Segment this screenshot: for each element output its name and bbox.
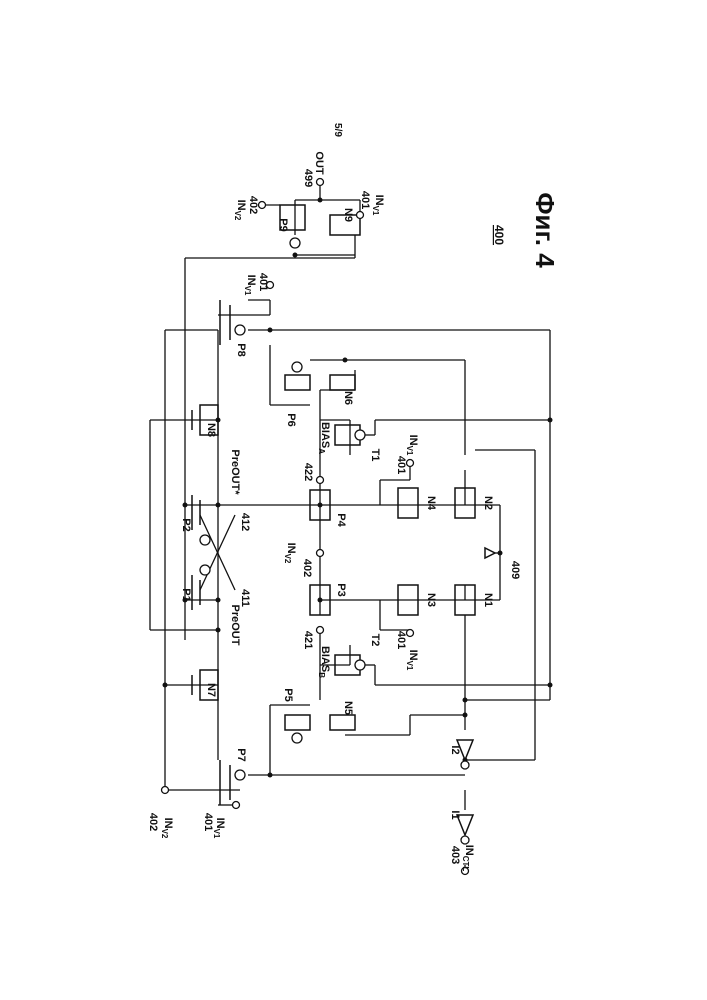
label-in-v1-top: INV1	[243, 275, 257, 296]
label-p8: P8	[235, 343, 247, 356]
component-labels: P8 N8 P2 P1 N7 P7 P6 N6 P5 N5 T1 T2 P4 P…	[180, 208, 494, 820]
label-preout-star: PreOUT*	[229, 449, 241, 495]
label-in-v2-bottom: INV2	[160, 818, 174, 839]
label-p6: P6	[285, 413, 297, 426]
label-in-v1-bottom: INV1	[212, 818, 226, 839]
junctions	[163, 198, 553, 778]
figure-reference: 400	[492, 225, 506, 245]
node-labels: PreOUT* PreOUT 412 411 409 422 421 BIASA…	[229, 151, 521, 678]
label-409: 409	[509, 561, 521, 579]
label-401-n3: 401	[395, 631, 407, 649]
terminal-labels: 401 INV1 401 INV1 402 INV2 401 INV1 402 …	[147, 191, 475, 872]
label-in-v1-n3: INV1	[405, 650, 419, 671]
label-t1: T1	[369, 449, 381, 462]
label-n5: N5	[342, 701, 354, 715]
label-bias-a: BIASA	[317, 422, 331, 454]
page-number: 5/9	[332, 123, 343, 137]
label-i1: I1	[449, 810, 461, 819]
label-499: 499	[302, 169, 314, 187]
label-in-v1-n4: INV1	[405, 435, 419, 456]
label-403: 403	[449, 846, 461, 864]
label-in-ctl: INCTL	[461, 845, 475, 872]
label-in-v2-output: INV2	[233, 200, 247, 221]
label-401-top: 401	[257, 273, 269, 291]
label-401-n4: 401	[395, 456, 407, 474]
label-421: 421	[302, 631, 314, 649]
label-p2: P2	[180, 518, 192, 531]
label-n4: N4	[425, 496, 437, 511]
label-n1: N1	[482, 593, 494, 607]
wires	[150, 186, 550, 875]
label-out: OUT	[313, 151, 325, 175]
label-p4: P4	[335, 513, 347, 527]
label-bias-b: BIASB	[317, 646, 331, 678]
label-p7: P7	[235, 748, 247, 761]
label-402-center: 402	[301, 559, 313, 577]
label-422: 422	[302, 463, 314, 481]
terminals	[162, 179, 469, 875]
label-n6: N6	[342, 391, 354, 405]
label-i2: I2	[449, 745, 461, 754]
label-in-v2-center: INV2	[283, 543, 297, 564]
label-t2: T2	[369, 634, 381, 647]
label-p9: P9	[277, 218, 289, 231]
label-p3: P3	[335, 583, 347, 596]
label-n9: N9	[342, 208, 354, 222]
label-402-output: 402	[247, 196, 259, 214]
label-n7: N7	[205, 683, 217, 697]
label-n2: N2	[482, 496, 494, 510]
label-n3: N3	[425, 593, 437, 607]
label-n8: N8	[205, 423, 217, 437]
label-preout: PreOUT	[229, 605, 241, 646]
figure-caption: Фиг. 4	[530, 192, 560, 268]
label-p1: P1	[180, 588, 192, 601]
label-411: 411	[239, 589, 251, 607]
label-401-output: 401	[359, 191, 371, 209]
label-412: 412	[239, 513, 251, 531]
label-p5: P5	[282, 688, 294, 701]
label-402-bottom: 402	[147, 813, 159, 831]
label-in-v1-output: INV1	[371, 195, 385, 216]
